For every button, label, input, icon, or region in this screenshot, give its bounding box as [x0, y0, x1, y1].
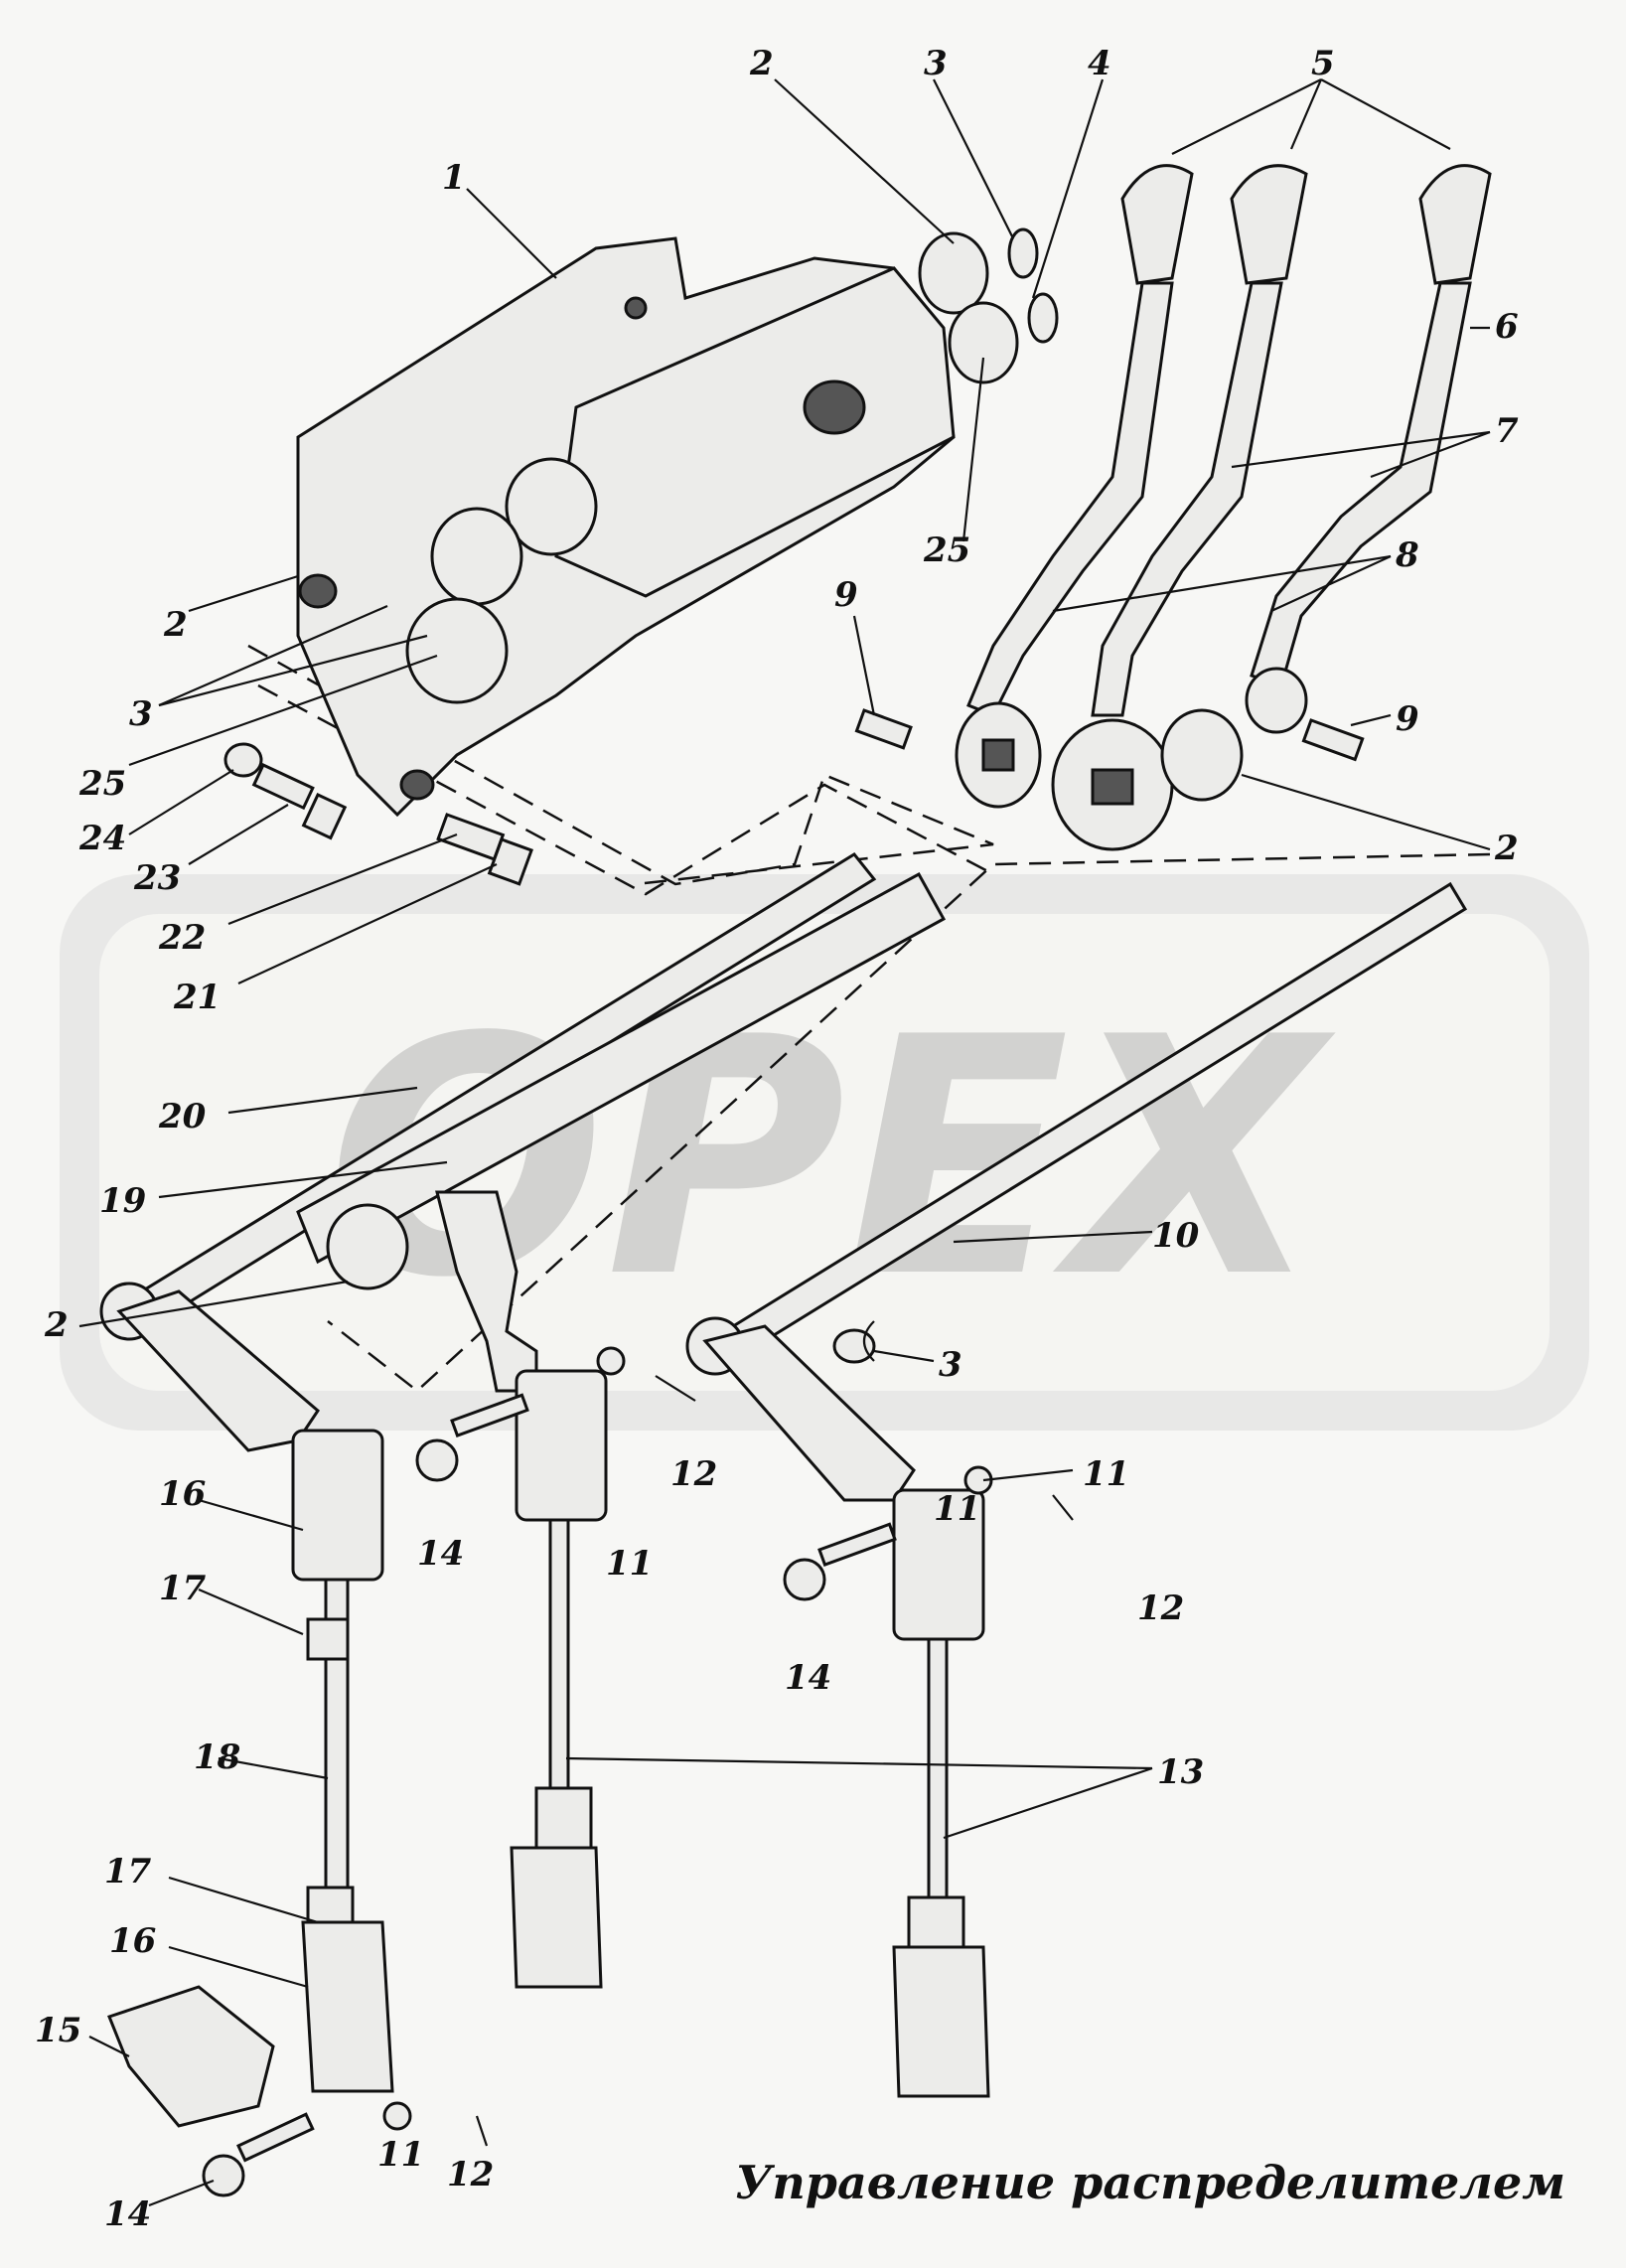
distributor-housing	[296, 236, 956, 818]
pins-and-washers	[202, 1320, 1074, 2197]
assembly-dashed-lines	[247, 644, 1491, 1393]
control-levers	[854, 164, 1492, 851]
callout-labels: 1 2 3 4 5 6 7 8 9 9 25 2 3 25 24 23 22 2…	[35, 44, 1519, 2234]
callout-1: 1	[442, 158, 466, 198]
callout-5: 5	[1311, 44, 1335, 83]
linkage-arms	[116, 1190, 985, 1641]
callout-2-left: 2	[44, 1305, 69, 1345]
callout-23: 23	[133, 858, 181, 898]
callout-4: 4	[1088, 44, 1111, 83]
callout-10: 10	[1152, 1216, 1200, 1256]
callout-18: 18	[194, 1738, 240, 1777]
callout-15: 15	[35, 2011, 81, 2050]
bushings-upper	[918, 227, 1059, 384]
callout-12-mid: 12	[670, 1454, 717, 1494]
callout-9-upper: 9	[834, 575, 858, 615]
callout-20: 20	[158, 1097, 207, 1136]
callout-12-lower: 12	[447, 2155, 494, 2194]
diagram-caption: Управление распределителем	[735, 2156, 1565, 2209]
callout-16-upper: 16	[159, 1474, 206, 1514]
callout-17-lower: 17	[104, 1852, 152, 1891]
callout-11-mid: 11	[606, 1544, 653, 1584]
callout-25-housing: 25	[78, 764, 126, 804]
bolts	[223, 742, 533, 886]
callout-9-right: 9	[1396, 699, 1419, 739]
callout-7: 7	[1495, 411, 1519, 451]
leader-lines	[78, 78, 1491, 2207]
callout-2: 2	[749, 44, 774, 83]
callout-21: 21	[173, 978, 221, 1017]
callout-3: 3	[924, 44, 948, 83]
callout-14-lower: 14	[104, 2194, 151, 2234]
callout-11-lower: 11	[377, 2135, 424, 2175]
callout-14-mid: 14	[417, 1534, 464, 1574]
callout-11-near-rod: 11	[934, 1489, 980, 1529]
callout-17-upper: 17	[159, 1569, 207, 1608]
callout-6: 6	[1495, 307, 1519, 347]
rods	[107, 1518, 990, 2128]
callout-8: 8	[1395, 535, 1419, 575]
shafts	[99, 852, 1468, 1376]
callout-2-housing: 2	[163, 605, 188, 645]
callout-16-lower: 16	[109, 1921, 156, 1961]
callout-3-housing: 3	[129, 694, 153, 734]
callout-12-right: 12	[1137, 1588, 1184, 1628]
callout-3-shaft: 3	[939, 1345, 962, 1385]
callout-11-right: 11	[1083, 1454, 1129, 1494]
callout-24: 24	[78, 819, 126, 858]
callout-14-right: 14	[785, 1658, 831, 1698]
callout-2-right: 2	[1494, 829, 1519, 868]
callout-13: 13	[1157, 1752, 1204, 1792]
callout-25-upper: 25	[923, 530, 970, 570]
callout-22: 22	[158, 918, 206, 958]
callout-19: 19	[99, 1181, 146, 1221]
